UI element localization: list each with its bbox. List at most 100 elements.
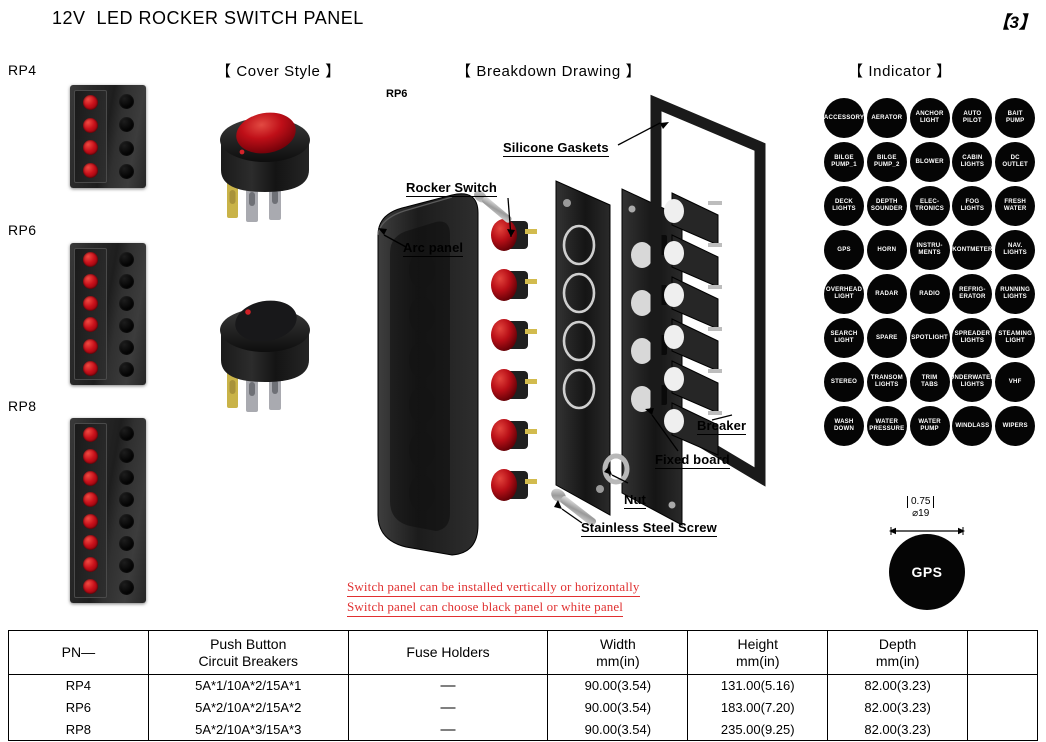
- cell-blank: [967, 696, 1038, 719]
- callout-rocker-switch: Rocker Switch: [406, 180, 497, 197]
- column-header-width: Width mm(in): [547, 629, 689, 676]
- indicator-label-radar: RADAR: [866, 274, 907, 314]
- callout-fixed-board: Fixed board: [655, 452, 730, 469]
- dimension-callout: 0.75 ⌀19: [907, 496, 935, 519]
- indicator-label-radio: RADIO: [909, 274, 950, 314]
- leader-lines: [383, 122, 733, 524]
- panel-thumbnail-rp4: [70, 85, 146, 188]
- callout-breaker: Breaker: [697, 418, 747, 435]
- indicator-label-accessory: ACCESSORY: [824, 98, 864, 138]
- silicone-gasket-plate-part: [555, 180, 611, 516]
- indicator-label-nav-lights: NAV. LIGHTS: [995, 230, 1036, 270]
- note-installation-orientation: Switch panel can be installed vertically…: [347, 579, 640, 597]
- column-header-blank: [967, 629, 1038, 676]
- indicator-label-spreader-lights: SPREADER LIGHTS: [952, 318, 993, 358]
- indicator-label-bait-pump: BAIT PUMP: [995, 98, 1036, 138]
- breaker-button: [119, 339, 134, 355]
- switch-indicator: [83, 360, 98, 376]
- cell-depth: 82.00(3.23): [827, 718, 969, 742]
- indicator-label-dc-outlet: DC OUTLET: [995, 142, 1036, 182]
- rocker-switch-parts: [491, 219, 537, 501]
- column-header-pn: PN—: [8, 629, 149, 676]
- switch-indicator: [83, 317, 98, 333]
- indicator-label-instru--ments: INSTRU- MENTS: [909, 230, 950, 270]
- page-number: 【3】: [992, 13, 1036, 32]
- indicator-label-wash-down: WASH DOWN: [824, 406, 864, 446]
- cell-circuit-breakers: 5A*1/10A*2/15A*1: [147, 674, 349, 697]
- breaker-button: [119, 94, 134, 110]
- rocker-switch-black-cover-image: [220, 300, 310, 412]
- switch-indicator: [83, 427, 98, 443]
- cell-height: 183.00(7.20): [687, 696, 829, 719]
- indicator-label-wipers: WIPERS: [995, 406, 1036, 446]
- switch-indicator: [83, 578, 98, 594]
- indicator-label-spare: SPARE: [866, 318, 907, 358]
- cell-fuse-holders: —: [347, 718, 549, 742]
- switch-indicator: [83, 338, 98, 354]
- leader-arrowheads: [378, 122, 669, 509]
- breaker-button: [119, 140, 134, 156]
- breaker-button: [119, 295, 134, 311]
- indicator-label-stereo: STEREO: [824, 362, 864, 402]
- breaker-column: [111, 90, 142, 183]
- table-header: PN— Push Button Circuit Breakers Fuse Ho…: [8, 629, 1038, 676]
- indicator-label-refrig--erator: REFRIG- ERATOR: [952, 274, 993, 314]
- breaker-button: [119, 273, 134, 289]
- column-header-height: Height mm(in): [687, 629, 829, 676]
- switch-indicator: [83, 295, 98, 311]
- breaker-button: [119, 448, 134, 464]
- breaker-button: [119, 117, 134, 133]
- dimension-arrow-icon: [889, 527, 965, 535]
- indicator-label-depth-sounder: DEPTH SOUNDER: [866, 186, 907, 226]
- indicator-label-deck-lights: DECK LIGHTS: [824, 186, 864, 226]
- callout-nut: Nut: [624, 492, 646, 509]
- cell-height: 131.00(5.16): [687, 674, 829, 697]
- breaker-assembly-part: [650, 94, 766, 487]
- indicator-label-bilge-pump_2: BILGE PUMP_2: [866, 142, 907, 182]
- indicator-label-overhead-light: OVERHEAD LIGHT: [824, 274, 864, 314]
- switch-indicator: [83, 273, 98, 289]
- breaker-button: [119, 470, 134, 486]
- indicator-label-water-pressure: WATER PRESSURE: [866, 406, 907, 446]
- indicator-sample-gps: GPS: [889, 534, 965, 610]
- cell-depth: 82.00(3.23): [827, 674, 969, 697]
- indicator-label-running-lights: RUNNING LIGHTS: [995, 274, 1036, 314]
- breaker-button: [119, 163, 134, 179]
- model-label-rp8: RP8: [8, 398, 37, 414]
- specification-table: PN— Push Button Circuit Breakers Fuse Ho…: [8, 629, 1038, 742]
- switch-column: [74, 90, 107, 183]
- indicator-label-horn: HORN: [866, 230, 907, 270]
- indicator-label-bilge-pump_1: BILGE PUMP_1: [824, 142, 864, 182]
- cell-blank: [967, 718, 1038, 742]
- indicator-label-blower: BLOWER: [909, 142, 950, 182]
- breaker-button: [119, 557, 134, 573]
- panel-thumbnail-rp6: [70, 243, 146, 385]
- page-title: 12V LED ROCKER SWITCH PANEL: [52, 8, 364, 28]
- breaker-button: [119, 579, 134, 595]
- stainless-screw-part: [551, 488, 597, 526]
- indicator-label-gps: GPS: [824, 230, 864, 270]
- breaker-button: [119, 535, 134, 551]
- section-header-cover-style: 【 Cover Style 】: [216, 63, 341, 80]
- breakdown-model-tag: RP6: [386, 88, 408, 100]
- dimension-inch-value: 0.75: [907, 496, 935, 508]
- cell-width: 90.00(3.54): [547, 718, 689, 742]
- nut-part: [602, 453, 630, 485]
- breaker-button: [119, 513, 134, 529]
- dimension-mm-value: ⌀19: [912, 507, 930, 519]
- column-header-fuse-holders: Fuse Holders: [347, 629, 549, 676]
- breakdown-exploded-diagram: [377, 94, 766, 556]
- indicator-label-underwater-lights: UNDERWATER LIGHTS: [950, 362, 995, 402]
- indicator-label-fog-lights: FOG LIGHTS: [952, 186, 993, 226]
- breaker-button: [119, 426, 134, 442]
- callout-stainless-steel-screw: Stainless Steel Screw: [581, 520, 717, 537]
- indicator-label-search-light: SEARCH LIGHT: [824, 318, 864, 358]
- callout-arc-panel: Arc panel: [403, 240, 464, 257]
- indicator-label-trim-tabs: TRIM TABS: [909, 362, 950, 402]
- switch-indicator: [83, 140, 98, 156]
